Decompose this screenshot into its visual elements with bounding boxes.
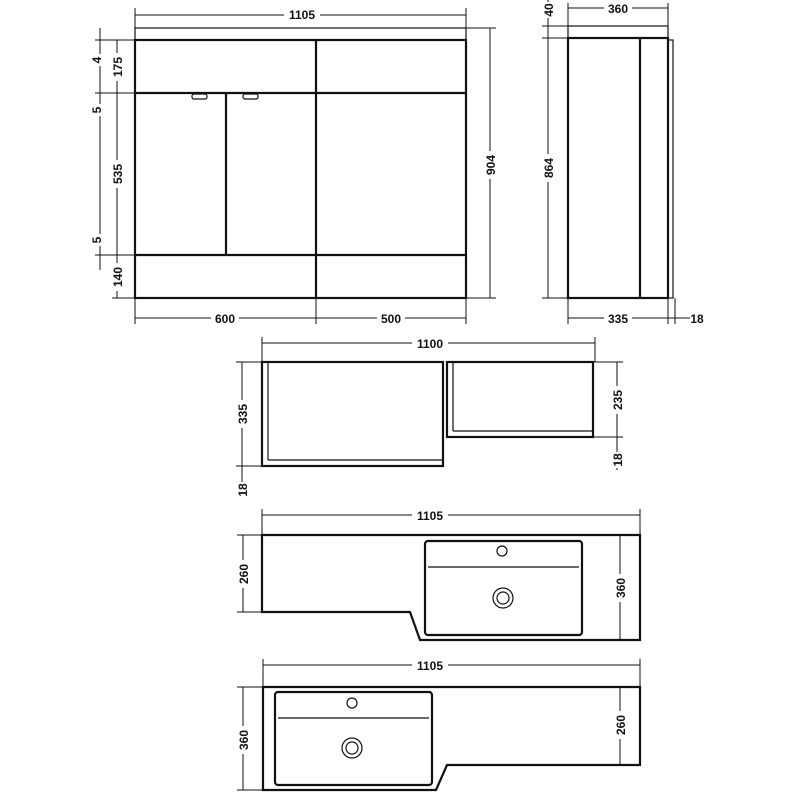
dim-basin-right-full: 360 bbox=[614, 578, 628, 598]
dim-plan-width: 1100 bbox=[417, 337, 443, 351]
tap-hole-icon bbox=[346, 697, 358, 709]
dim-gap-bottom: 5 bbox=[90, 236, 104, 243]
dim-worktop: 4 bbox=[90, 56, 104, 63]
dim-body-depth: 335 bbox=[608, 312, 628, 326]
front-view: 1105 175 535 140 4 5 5 904 600 500 bbox=[90, 7, 498, 326]
dim-basin-left-narrow: 260 bbox=[614, 715, 628, 735]
handle bbox=[191, 93, 208, 100]
side-worktop bbox=[567, 25, 669, 39]
dim-drawer: 175 bbox=[111, 57, 125, 77]
handle bbox=[242, 93, 259, 100]
worktop bbox=[134, 27, 467, 41]
dim-basin-left-width: 1105 bbox=[417, 659, 443, 673]
dim-gap-top: 5 bbox=[90, 106, 104, 113]
dim-door: 535 bbox=[111, 164, 125, 184]
dim-door-thickness: 18 bbox=[690, 312, 704, 326]
drain-icon bbox=[492, 587, 514, 609]
tap-hole-icon bbox=[496, 545, 508, 557]
cabinet-body bbox=[133, 38, 468, 300]
basin bbox=[273, 690, 434, 787]
basin bbox=[423, 539, 584, 637]
dim-side-worktop: 40 bbox=[542, 3, 556, 17]
dim-overall-width: 1105 bbox=[289, 8, 315, 22]
basin-top-right-hand: 1105 260 360 bbox=[237, 508, 642, 642]
drain-icon bbox=[341, 737, 363, 759]
dim-plan-left-thickness: 18 bbox=[236, 483, 250, 497]
dim-right-unit: 500 bbox=[381, 312, 401, 326]
plan-view: 1100 335 18 235 18 bbox=[236, 336, 625, 498]
dim-plinth: 140 bbox=[111, 267, 125, 287]
dim-basin-right-narrow: 260 bbox=[237, 564, 251, 584]
dim-plan-right-thickness: 18 bbox=[611, 453, 625, 467]
side-view: 360 40 864 335 18 bbox=[542, 0, 704, 326]
dim-side-height: 864 bbox=[542, 158, 556, 178]
dim-side-depth: 360 bbox=[608, 2, 628, 16]
dim-plan-left-depth: 335 bbox=[236, 404, 250, 424]
dim-plan-right-depth: 235 bbox=[611, 390, 625, 410]
dim-left-unit: 600 bbox=[215, 312, 235, 326]
dim-overall-height: 904 bbox=[484, 155, 498, 175]
side-body bbox=[566, 36, 670, 300]
dim-basin-right-width: 1105 bbox=[417, 509, 443, 523]
basin-top-left-hand: 1105 360 260 bbox=[237, 658, 642, 792]
dim-basin-left-full: 360 bbox=[237, 730, 251, 750]
